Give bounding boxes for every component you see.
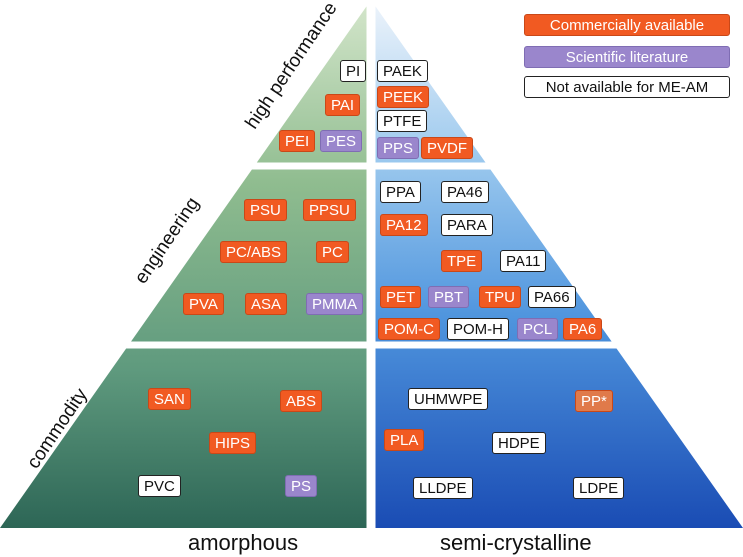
material-pa46: PA46 xyxy=(441,181,489,203)
material-pet: PET xyxy=(380,286,422,308)
material-ppa: PPA xyxy=(380,181,421,203)
material-pvc: PVC xyxy=(138,475,181,497)
material-pp: PP* xyxy=(575,390,613,412)
material-pa66: PA66 xyxy=(528,286,576,308)
material-abs: ABS xyxy=(280,390,323,412)
material-asa: ASA xyxy=(245,293,288,315)
material-pla: PLA xyxy=(384,429,425,451)
material-pc: PC xyxy=(316,241,349,263)
material-paek: PAEK xyxy=(377,60,428,82)
material-ppsu: PPSU xyxy=(303,199,356,221)
material-para: PARA xyxy=(441,214,493,236)
material-pom-c: POM-C xyxy=(378,318,440,340)
material-pcl: PCL xyxy=(517,318,559,340)
material-ldpe: LDPE xyxy=(573,477,625,499)
axis-label-semi-crystalline: semi-crystalline xyxy=(440,530,592,555)
material-ptfe: PTFE xyxy=(377,110,428,132)
material-pmma: PMMA xyxy=(306,293,363,315)
material-pps: PPS xyxy=(377,137,420,159)
material-tpe: TPE xyxy=(441,250,483,272)
material-hips: HIPS xyxy=(209,432,257,454)
material-uhmwpe: UHMWPE xyxy=(408,388,489,410)
material-pai: PAI xyxy=(325,94,361,116)
material-pa11: PA11 xyxy=(500,250,547,272)
material-pa12: PA12 xyxy=(380,214,428,236)
material-ps: PS xyxy=(285,475,318,497)
material-pbt: PBT xyxy=(428,286,470,308)
legend-commercial: Commercially available xyxy=(524,14,730,36)
material-hdpe: HDPE xyxy=(492,432,546,454)
material-pom-h: POM-H xyxy=(447,318,509,340)
legend-not-available: Not available for ME-AM xyxy=(524,76,730,98)
material-tpu: TPU xyxy=(479,286,521,308)
material-lldpe: LLDPE xyxy=(413,477,473,499)
material-psu: PSU xyxy=(244,199,287,221)
axis-label-amorphous: amorphous xyxy=(188,530,299,555)
material-pes: PES xyxy=(320,130,363,152)
material-pa6: PA6 xyxy=(563,318,603,340)
material-pei: PEI xyxy=(279,130,316,152)
legend-scientific: Scientific literature xyxy=(524,46,730,68)
material-peek: PEEK xyxy=(377,86,430,108)
amorphous-half xyxy=(0,0,371,528)
material-pvdf: PVDF xyxy=(421,137,474,159)
material-pva: PVA xyxy=(183,293,224,315)
material-pc-abs: PC/ABS xyxy=(220,241,288,263)
material-pi: PI xyxy=(340,60,367,82)
material-san: SAN xyxy=(148,388,191,410)
